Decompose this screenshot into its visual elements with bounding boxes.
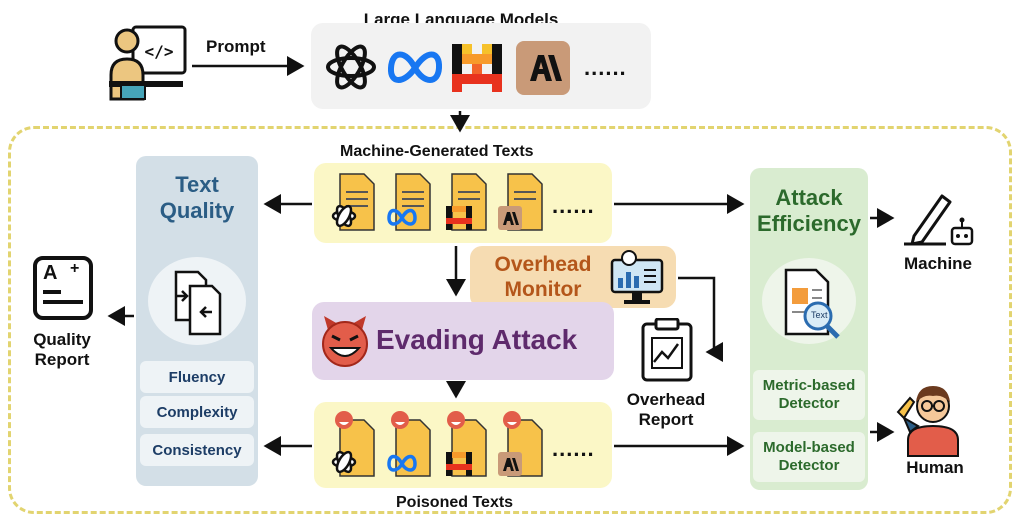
more-models-ellipsis: ...... xyxy=(584,55,627,80)
developer-at-computer-icon: </> xyxy=(109,25,187,101)
prompt-label: Prompt xyxy=(206,37,266,56)
text-quality-title: Text Quality xyxy=(159,172,235,224)
openai-logo-icon xyxy=(326,44,376,90)
anthropic-logo-icon xyxy=(516,41,570,95)
poisoned-document-anthropic-icon xyxy=(498,411,543,477)
document-openai-icon xyxy=(331,173,375,231)
document-mistral-icon xyxy=(446,173,487,231)
more-poisoned-ellipsis: ...... xyxy=(552,436,595,461)
machine-generated-documents xyxy=(331,173,543,231)
machine-label: Machine xyxy=(903,254,973,273)
metric-complexity: Complexity xyxy=(140,396,254,428)
quality-report-label: Quality Report xyxy=(33,330,91,369)
text-inspect-icon: Text xyxy=(762,258,856,344)
document-meta-icon xyxy=(387,173,431,231)
machine-generated-title: Machine-Generated Texts xyxy=(340,143,534,160)
pen-robot-icon xyxy=(904,194,974,246)
poisoned-documents xyxy=(331,411,543,477)
quality-report-icon: A + xyxy=(33,256,93,320)
meta-logo-icon xyxy=(388,51,442,83)
human-writer-icon xyxy=(896,386,959,457)
human-label: Human xyxy=(906,458,964,477)
overhead-report-icon xyxy=(641,318,693,382)
metric-fluency: Fluency xyxy=(140,361,254,393)
more-texts-ellipsis: ...... xyxy=(552,193,595,218)
attack-efficiency-title: Attack Efficiency xyxy=(757,185,861,237)
overhead-report-label: Overhead Report xyxy=(626,390,706,429)
poisoned-document-mistral-icon xyxy=(446,411,487,477)
monitor-dashboard-icon xyxy=(610,250,664,304)
metric-consistency: Consistency xyxy=(140,434,254,466)
evading-attack-label: Evading Attack xyxy=(376,324,578,355)
svg-text:</>: </> xyxy=(145,42,174,61)
document-anthropic-icon xyxy=(498,173,543,231)
devil-face-icon xyxy=(322,316,368,367)
mistral-logo-icon xyxy=(452,44,502,92)
poisoned-texts-title: Poisoned Texts xyxy=(396,494,514,511)
pipeline-frame xyxy=(8,126,1012,514)
overhead-monitor-label: Overhead Monitor xyxy=(494,253,592,302)
poisoned-document-meta-icon xyxy=(387,411,431,477)
doc-badge-text: Text xyxy=(811,310,828,320)
poisoned-document-openai-icon xyxy=(331,411,375,477)
arrow-monitor-to-report xyxy=(678,276,723,362)
text-compare-icon xyxy=(148,257,246,345)
